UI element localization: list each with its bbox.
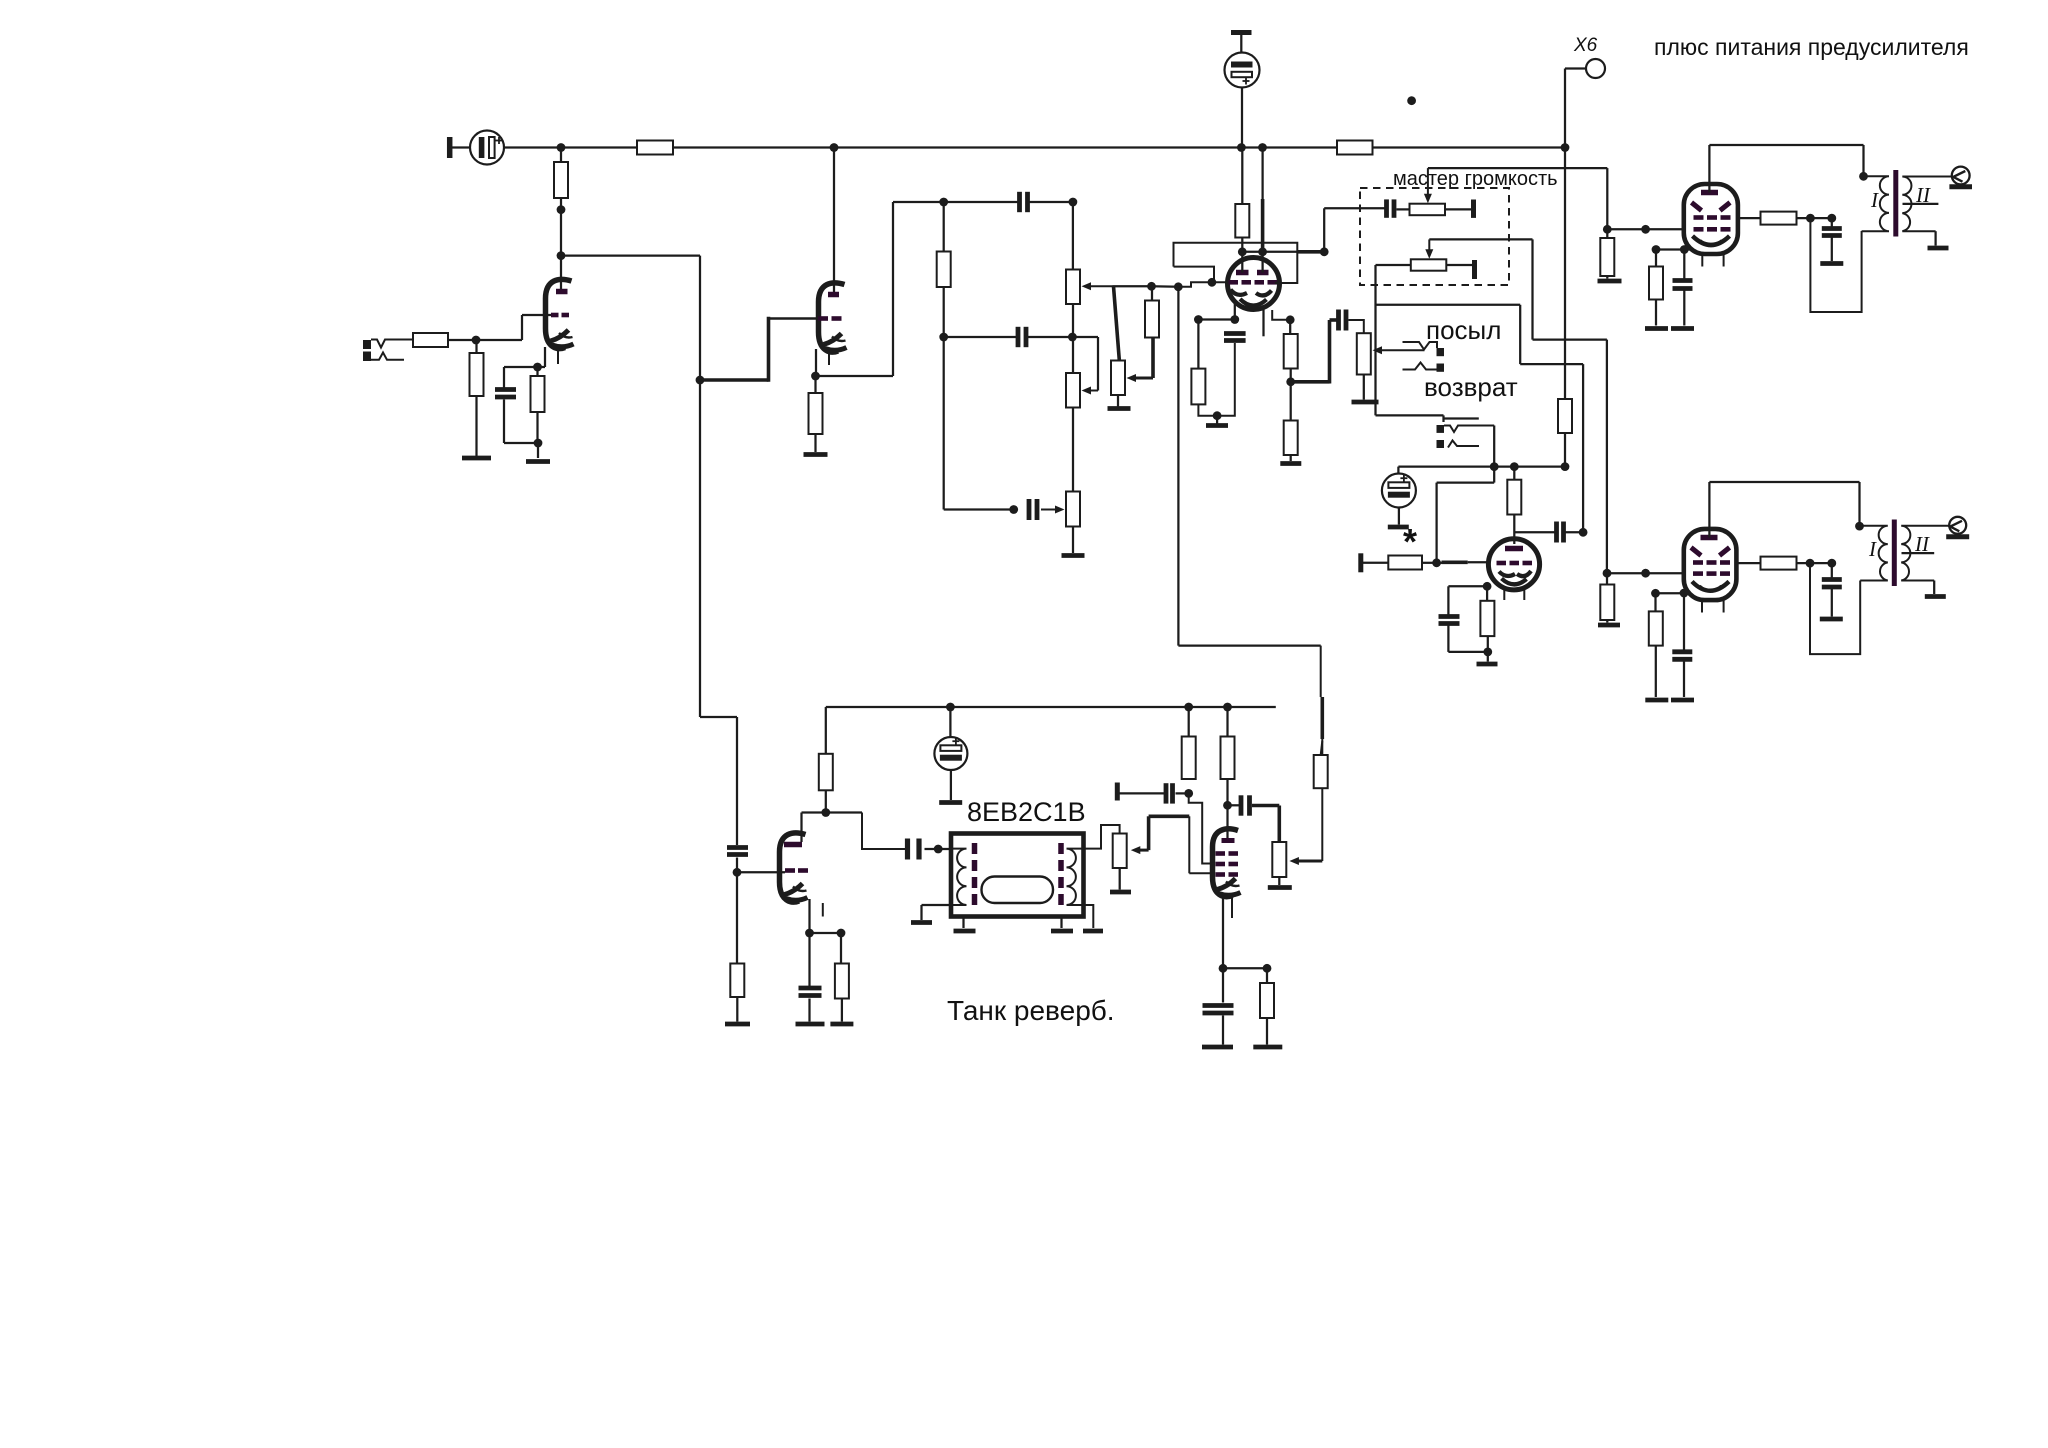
- svg-text:I: I: [1870, 188, 1879, 212]
- svg-text:посыл: посыл: [1426, 315, 1501, 345]
- svg-text:*: *: [1403, 521, 1417, 562]
- svg-text:плюс питания предусилителя: плюс питания предусилителя: [1654, 34, 1969, 60]
- svg-text:X6: X6: [1573, 35, 1598, 56]
- svg-text:Танк реверб.: Танк реверб.: [947, 995, 1115, 1026]
- svg-text:I: I: [1868, 537, 1877, 561]
- svg-text:возврат: возврат: [1424, 372, 1518, 402]
- svg-text:II: II: [1914, 532, 1930, 556]
- svg-text:II: II: [1915, 183, 1931, 207]
- svg-text:8ЕВ2С1В: 8ЕВ2С1В: [967, 797, 1086, 827]
- svg-text:мастер громкость: мастер громкость: [1393, 168, 1558, 190]
